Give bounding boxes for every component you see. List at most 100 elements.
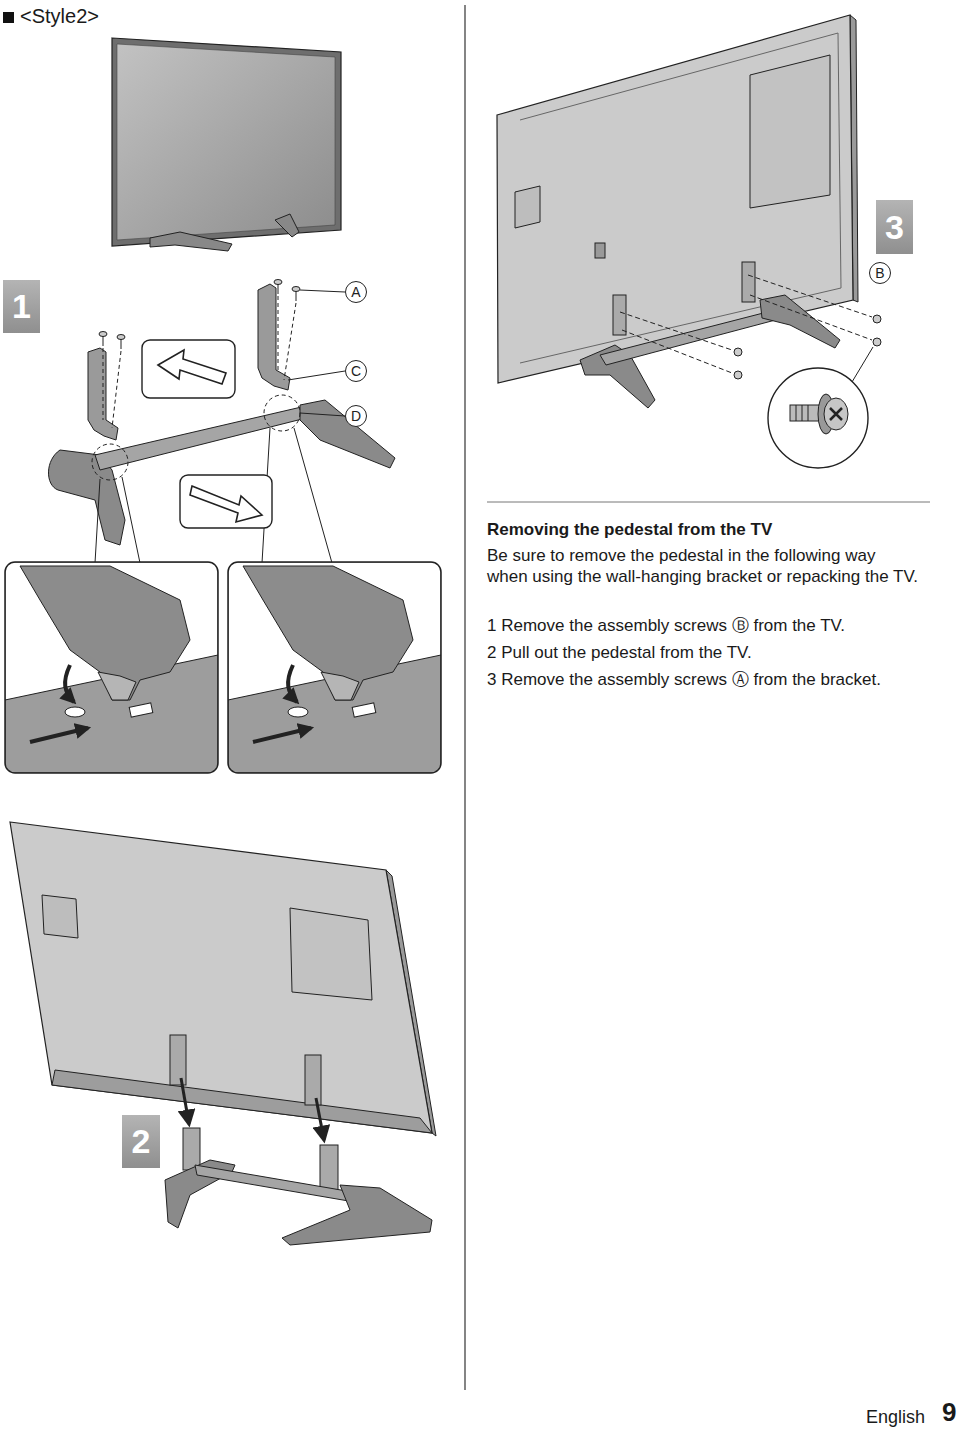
illustration-part bbox=[290, 908, 372, 1000]
illustration-part bbox=[99, 332, 107, 337]
callout-letter: B bbox=[869, 262, 891, 284]
callout-letter-text: B bbox=[875, 265, 884, 281]
illustration-part bbox=[95, 405, 318, 470]
illustration-part bbox=[30, 728, 88, 742]
step-number-text: 3 bbox=[885, 208, 904, 247]
illustration-part bbox=[595, 243, 605, 258]
illustration-part bbox=[750, 55, 830, 208]
illustration-part bbox=[181, 1078, 189, 1124]
illustration-part bbox=[228, 562, 441, 773]
pedestal-assembly bbox=[48, 280, 395, 564]
section-heading: Removing the pedestal from the TV bbox=[487, 519, 952, 540]
illustration-part bbox=[10, 822, 432, 1133]
illustration-part bbox=[264, 395, 300, 431]
illustration-part bbox=[112, 38, 341, 246]
illustration-part bbox=[852, 347, 873, 382]
tv-back bbox=[10, 822, 436, 1245]
illustration-part bbox=[294, 428, 332, 563]
illustration-part bbox=[824, 398, 848, 430]
illustration-part bbox=[515, 186, 540, 228]
illustration-part bbox=[65, 707, 85, 717]
callout-letter-text: A bbox=[351, 284, 360, 300]
illustration-part bbox=[284, 303, 296, 380]
illustration-part bbox=[300, 400, 395, 468]
illustration-part bbox=[170, 1035, 186, 1085]
illustration-part bbox=[95, 290, 345, 563]
illustration-part bbox=[830, 408, 842, 420]
illustration-part bbox=[183, 1128, 200, 1170]
illustration-part bbox=[873, 315, 881, 323]
step-text: 3 Remove the assembly screws Ⓐ from the … bbox=[487, 669, 955, 690]
illustration-part bbox=[288, 665, 297, 702]
illustration-part bbox=[20, 566, 190, 700]
step-number-text: 1 bbox=[12, 287, 31, 326]
illustration-part bbox=[253, 728, 311, 742]
illustration-part bbox=[150, 232, 232, 251]
illustration-part bbox=[873, 338, 881, 346]
illustration-part bbox=[620, 275, 872, 373]
illustration-part bbox=[613, 295, 626, 335]
illustration-part bbox=[103, 348, 104, 420]
illustration-part bbox=[288, 371, 345, 380]
illustration-part bbox=[99, 280, 300, 350]
illustration-part bbox=[142, 340, 235, 398]
illustration-part bbox=[228, 562, 441, 773]
illustration-part bbox=[122, 477, 140, 563]
illustration-part bbox=[748, 275, 872, 317]
tv-back bbox=[497, 15, 881, 468]
illustration-part bbox=[42, 895, 78, 938]
illustration-part bbox=[278, 284, 279, 294]
step-number: 3 bbox=[876, 200, 913, 254]
style-heading: <Style2> bbox=[20, 5, 99, 28]
illustration-part bbox=[180, 475, 272, 528]
illustration-part bbox=[464, 5, 465, 1390]
illustration-part bbox=[92, 444, 128, 480]
detail-inset bbox=[228, 562, 441, 773]
illustration-part bbox=[103, 336, 104, 346]
illustration-part bbox=[243, 566, 413, 700]
callout-letter-text: D bbox=[351, 408, 361, 424]
illustration-part bbox=[98, 672, 136, 700]
callout-letter: A bbox=[345, 281, 367, 303]
illustration-part bbox=[52, 1070, 432, 1133]
step-text: 1 Remove the assembly screws Ⓑ from the … bbox=[487, 615, 955, 636]
illustration-part bbox=[5, 562, 218, 773]
illustration-part bbox=[292, 287, 300, 292]
callout-letter-text: C bbox=[351, 363, 361, 379]
step-number-text: 2 bbox=[132, 1122, 151, 1161]
illustration-part bbox=[790, 405, 820, 421]
illustration-part bbox=[282, 1185, 432, 1245]
illustration-part bbox=[300, 413, 345, 416]
illustration-part bbox=[65, 665, 74, 702]
illustration-part bbox=[275, 214, 299, 237]
callout-letter: D bbox=[345, 405, 367, 427]
callout-letter: C bbox=[345, 360, 367, 382]
illustration-part bbox=[288, 707, 308, 717]
illustration-part bbox=[622, 330, 732, 373]
illustration-part bbox=[316, 1098, 324, 1140]
illustration-part bbox=[3, 12, 14, 23]
illustration-part bbox=[734, 371, 742, 379]
illustration-part bbox=[796, 405, 797, 421]
illustration-part bbox=[129, 703, 153, 717]
illustration-part bbox=[88, 348, 118, 440]
illustration-part bbox=[300, 290, 345, 292]
step-number: 2 bbox=[122, 1115, 160, 1168]
illustration-part bbox=[117, 44, 335, 240]
illustration-part bbox=[808, 405, 809, 421]
illustration-part bbox=[296, 291, 297, 301]
language-label: English bbox=[866, 1407, 925, 1428]
step-number: 1 bbox=[3, 280, 40, 333]
illustration-part bbox=[112, 351, 121, 428]
illustration-part bbox=[760, 295, 840, 348]
illustration-part bbox=[117, 335, 125, 340]
illustration-part bbox=[121, 339, 122, 349]
step-text: 2 Pull out the pedestal from the TV. bbox=[487, 642, 955, 663]
illustration-part bbox=[158, 350, 226, 384]
tv-front bbox=[112, 38, 341, 251]
illustration-part bbox=[620, 312, 732, 350]
illustration-part bbox=[95, 479, 100, 563]
